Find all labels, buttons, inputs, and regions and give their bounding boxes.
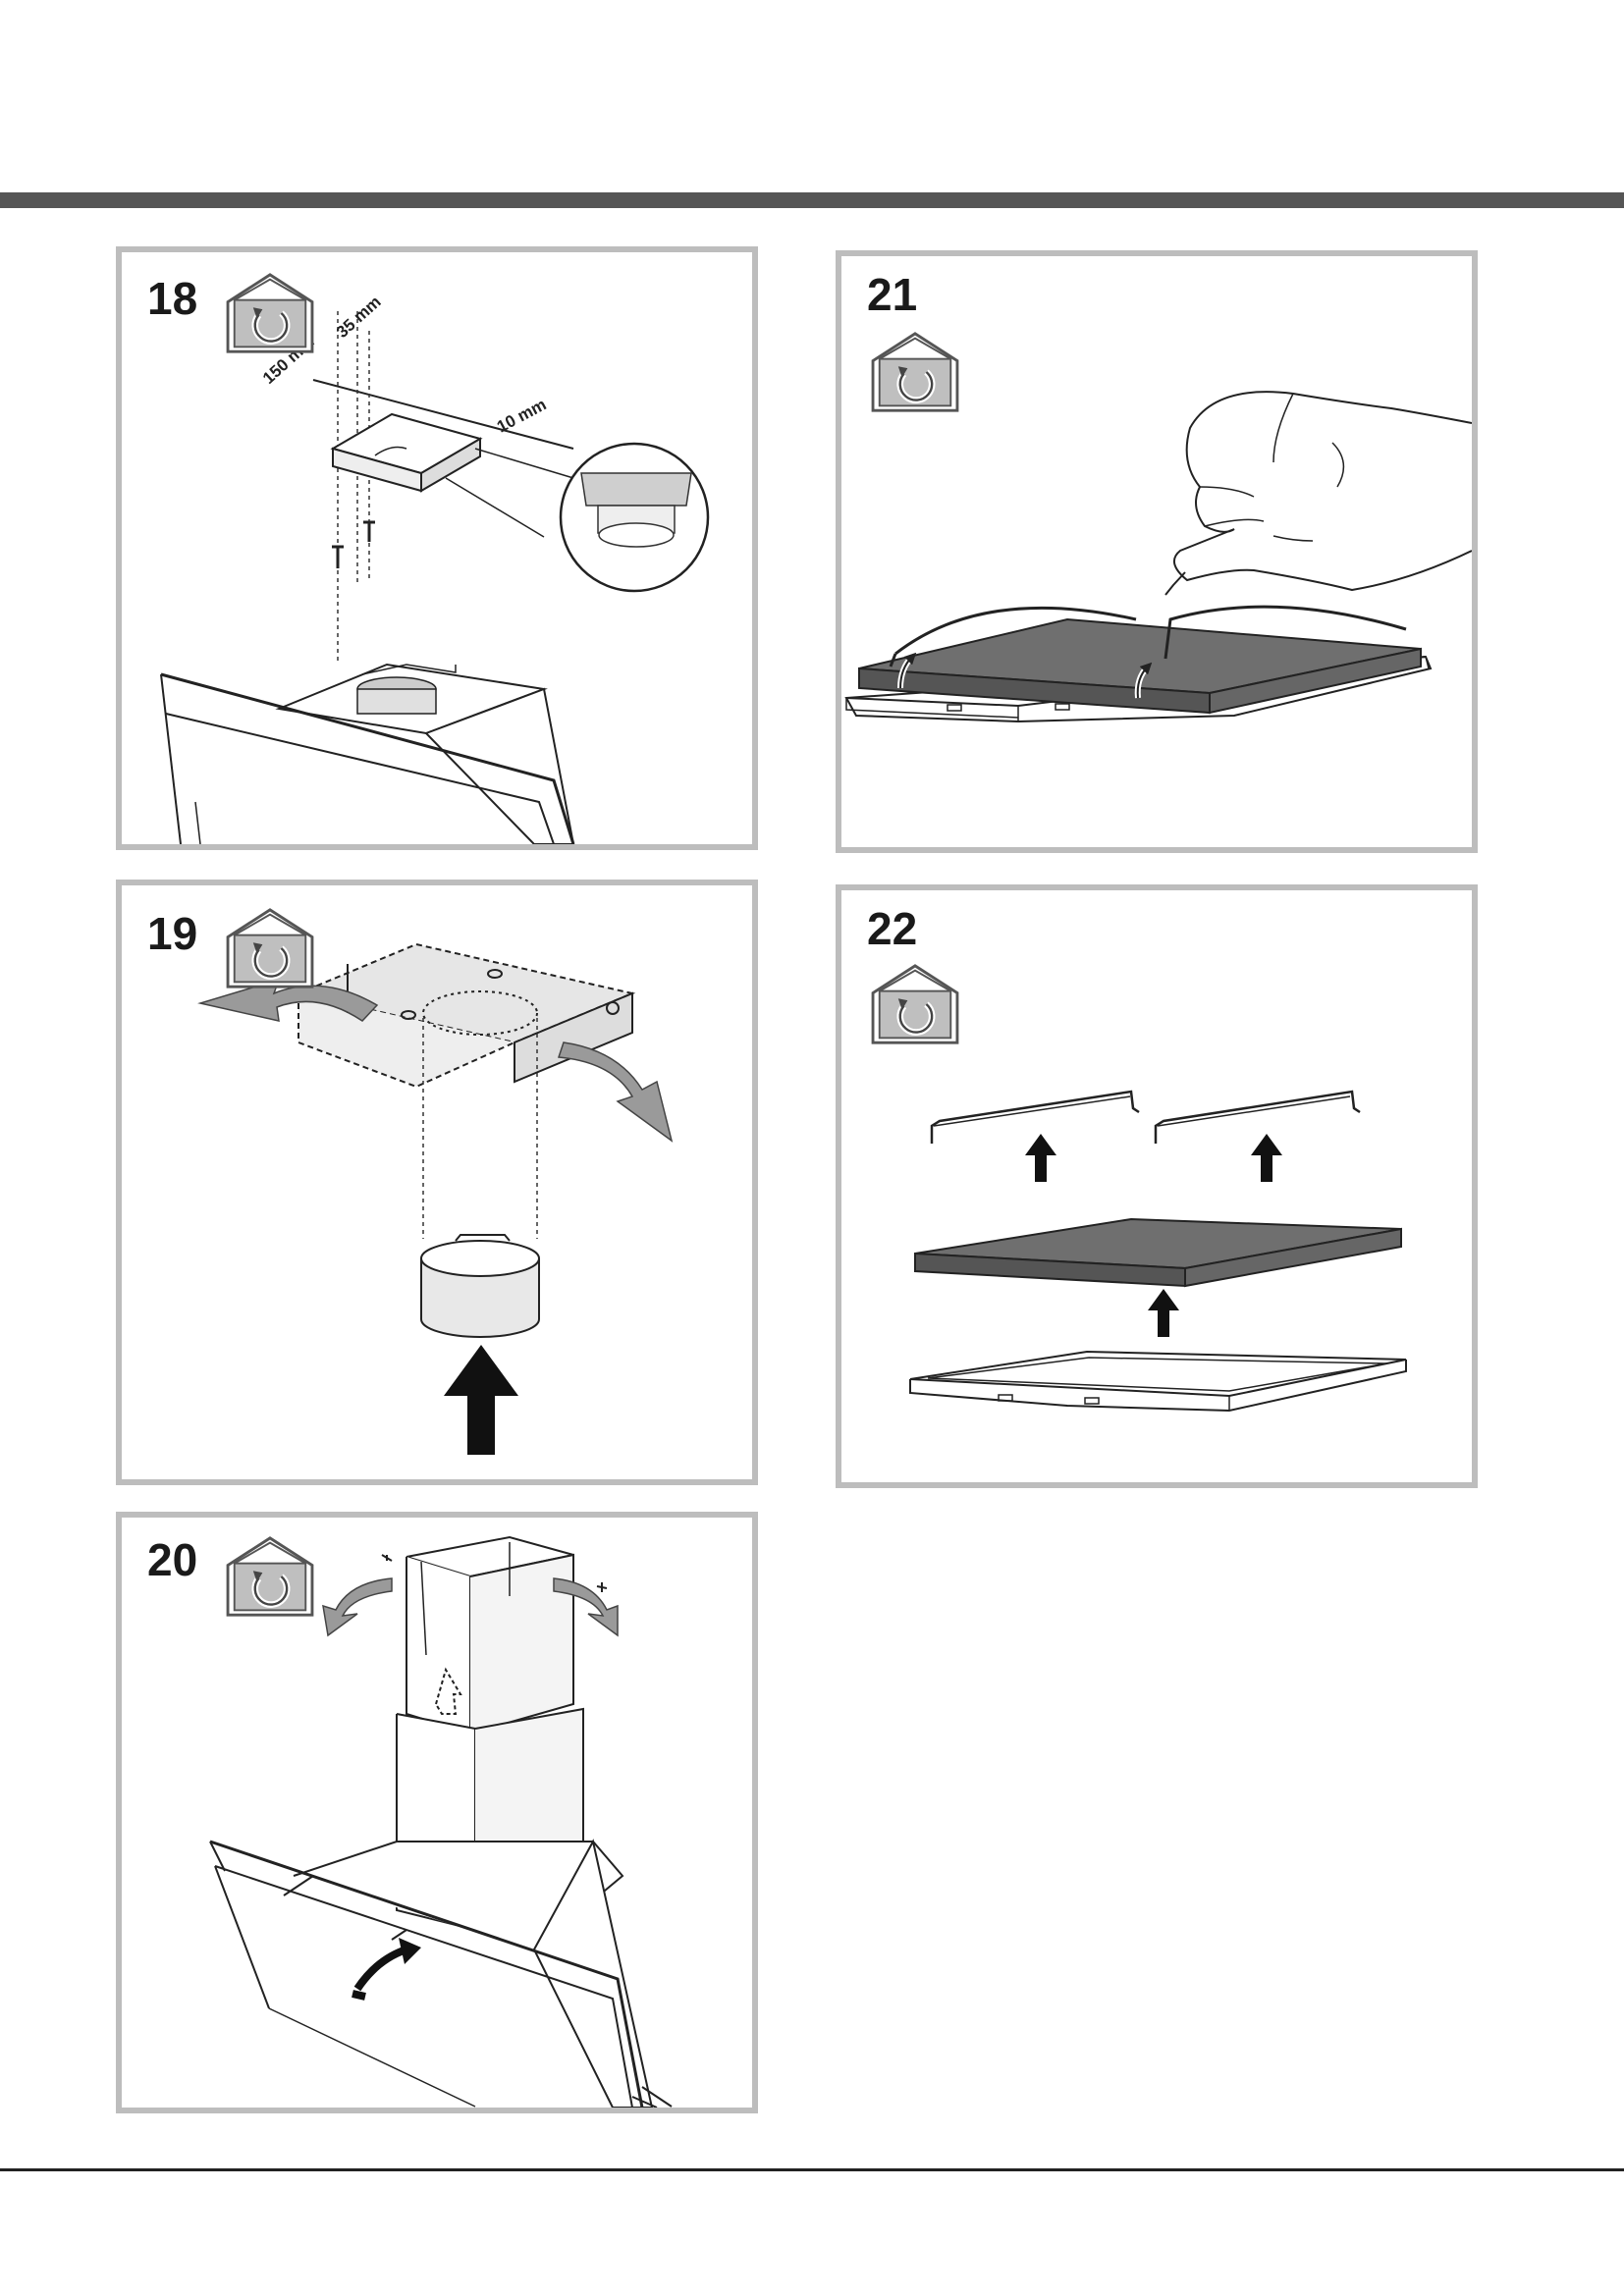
footer-line <box>0 2168 1624 2171</box>
step-20-illustration <box>209 1535 673 2108</box>
step-number: 18 <box>147 273 198 324</box>
installation-house-icon <box>224 907 316 989</box>
step-number: 19 <box>147 908 198 959</box>
step-19-illustration <box>197 942 674 1455</box>
dimension-35mm: 35 mm <box>333 293 385 342</box>
step-19-panel: 19 <box>116 880 758 1485</box>
step-21-panel: 21 <box>836 250 1478 853</box>
step-21-illustration <box>844 391 1472 723</box>
step-20-panel: 20 <box>116 1512 758 2113</box>
step-18-illustration: 150 mm 35 mm 10 mm <box>160 293 710 844</box>
installation-house-icon <box>869 963 961 1045</box>
step-number: 22 <box>867 903 918 954</box>
step-number: 20 <box>147 1534 198 1585</box>
step-number: 21 <box>867 269 918 320</box>
step-18-panel: 18 150 mm 35 mm 10 mm <box>116 246 758 850</box>
installation-house-icon <box>869 331 961 413</box>
step-22-illustration <box>909 1090 1407 1413</box>
step-22-panel: 22 <box>836 884 1478 1488</box>
installation-house-icon <box>224 272 316 354</box>
dimension-10mm: 10 mm <box>494 395 549 436</box>
header-bar <box>0 192 1624 208</box>
installation-house-icon <box>224 1535 316 1618</box>
